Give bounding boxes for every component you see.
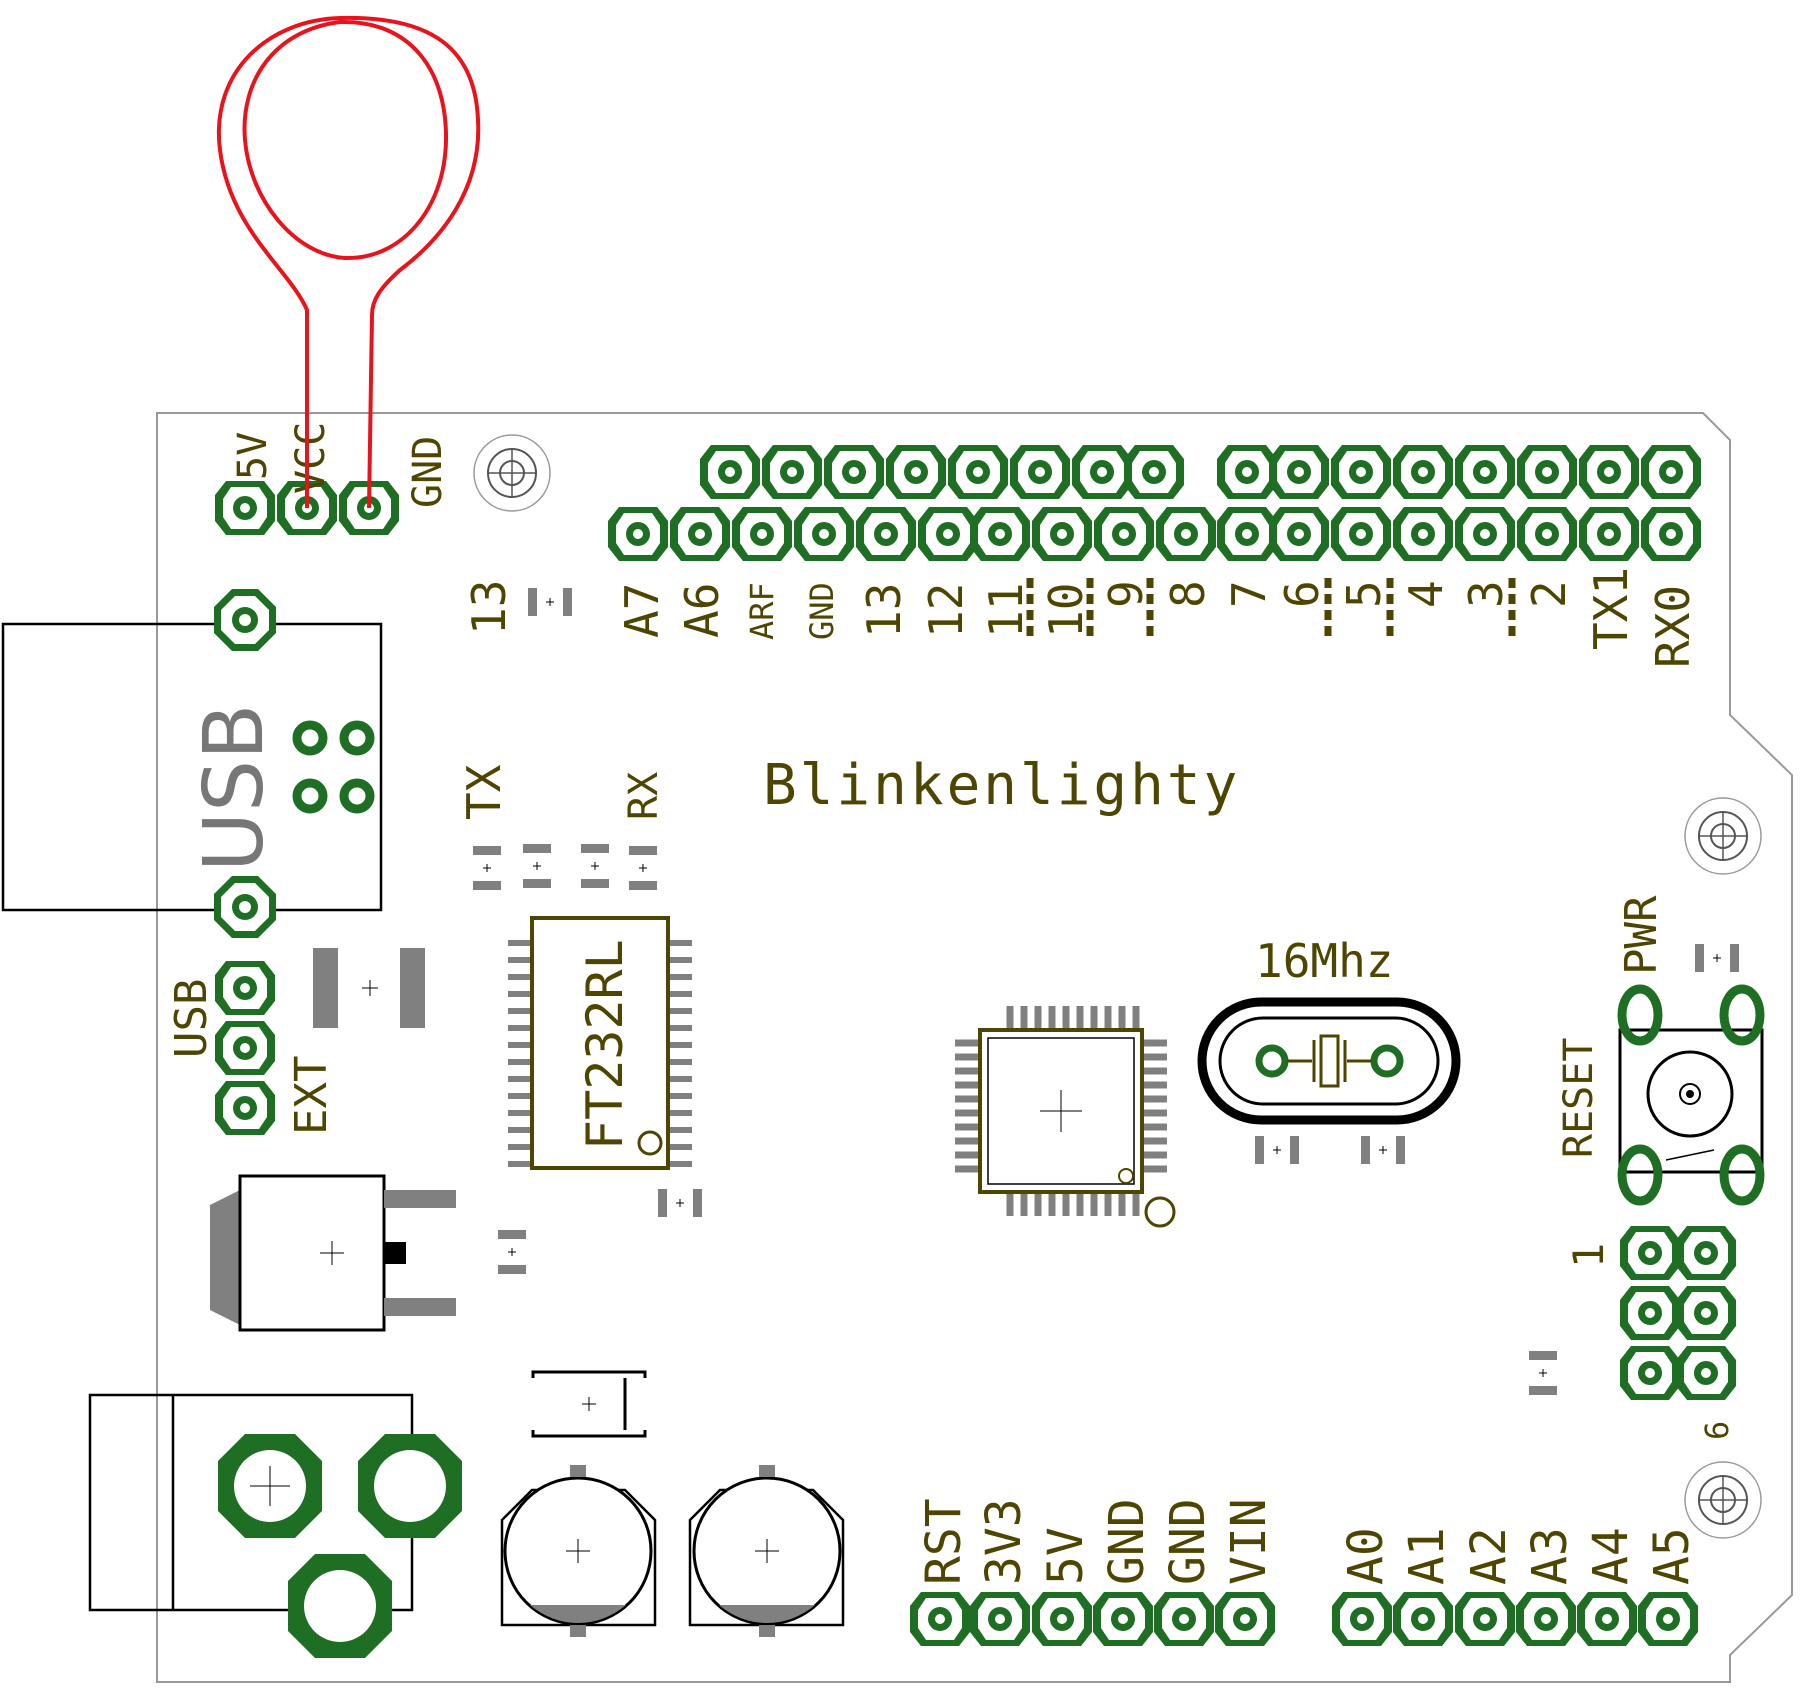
pin-label-rx0: RX0 (1646, 585, 1700, 668)
ftdi-chip (508, 916, 692, 1170)
pin-label-gnd: GND (803, 582, 841, 640)
icsp-pin1-label: 1 (1564, 1243, 1613, 1268)
mounting-hole (473, 434, 551, 512)
pin-label-13: 13 (857, 583, 911, 638)
rx-led (628, 845, 658, 891)
pin-label-5: 5 (1337, 580, 1391, 608)
crystal-cap (1360, 1135, 1406, 1165)
pin-label-a0: A0 (1338, 1527, 1394, 1585)
usb-shield-pad (214, 589, 276, 651)
board-outline (156, 412, 1793, 1683)
microcontroller-chip (955, 1006, 1176, 1228)
pin-label-gnd2: GND (1160, 1498, 1216, 1585)
pin-label-4: 4 (1399, 580, 1453, 608)
pin-label-arf: ARF (743, 582, 781, 640)
crystal-cap (1254, 1135, 1300, 1165)
usb-jumper-label: USB (166, 979, 217, 1058)
header-label-5v: 5V (230, 432, 276, 480)
pwr-led-label: PWR (1616, 895, 1667, 975)
led-13 (527, 587, 573, 617)
smd-capacitor (657, 1188, 703, 1218)
smd-diode (313, 948, 425, 1028)
electrolytic-capacitor (500, 1465, 657, 1637)
electrolytic-capacitor (688, 1465, 845, 1637)
pin-label-2: 2 (1522, 580, 1576, 608)
smd-resistor (1528, 1350, 1558, 1396)
smd-resistor (580, 843, 610, 889)
pin-label-a2: A2 (1461, 1527, 1517, 1585)
usb-data-pins (292, 720, 375, 814)
top-row-labels: A7 A6 ARF GND 13 12 11 10 9 8 7 6 5 4 3 … (615, 567, 1700, 668)
crystal-oscillator (1197, 997, 1461, 1125)
board-name: Blinkenlighty (763, 753, 1240, 818)
pin-label-11: 11 (979, 583, 1033, 638)
pin-label-12: 12 (919, 583, 973, 638)
pwr-led (1694, 943, 1740, 973)
pin-label-a4: A4 (1583, 1527, 1639, 1585)
reset-label: RESET (1556, 1038, 1602, 1158)
tx-led (472, 845, 502, 891)
pin-label-a1: A1 (1399, 1527, 1455, 1585)
mounting-hole (1684, 797, 1762, 875)
smd-resistor (522, 843, 552, 889)
pin-label-6: 6 (1275, 580, 1329, 608)
pin-label-vin: VIN (1221, 1498, 1277, 1585)
crystal-label: 16Mhz (1255, 934, 1393, 988)
dc-power-jack (88, 1393, 462, 1658)
smd-capacitor (497, 1229, 527, 1275)
power-pin-header (910, 1592, 1275, 1646)
header-label-vcc: VCC (288, 422, 334, 494)
header-label-gnd: GND (405, 436, 451, 508)
pwm-markers (1026, 578, 1516, 640)
digital-header-upper (700, 445, 1701, 499)
red-wire-loop (216, 15, 481, 509)
reset-button[interactable] (1617, 984, 1765, 1206)
usb-connector-label: USB (187, 704, 282, 872)
pin-label-10: 10 (1039, 583, 1093, 638)
tantalum-capacitor (531, 1370, 647, 1438)
icsp-header (1620, 1226, 1736, 1400)
power-pin-labels: RST 3V3 5V GND GND VIN (916, 1498, 1277, 1585)
usb-connector-body (1, 622, 383, 912)
rx-label: RX (621, 772, 667, 820)
pin-label-3v3: 3V3 (976, 1498, 1032, 1585)
usb-shield-pad (214, 876, 276, 938)
ftdi-chip-label: FT232RL (576, 939, 634, 1150)
pin-label-5v: 5V (1038, 1527, 1094, 1585)
pin-label-9: 9 (1099, 580, 1153, 608)
pin-label-a3: A3 (1522, 1527, 1578, 1585)
analog-pin-header (1332, 1592, 1698, 1646)
pin-label-a7: A7 (615, 583, 669, 638)
led-13-label: 13 (462, 580, 516, 635)
pin-label-a6: A6 (675, 583, 729, 638)
pin-label-7: 7 (1222, 580, 1276, 608)
pin-label-8: 8 (1161, 580, 1215, 608)
red-wire-loop-inner (242, 19, 449, 261)
digital-header-lower (608, 507, 1701, 561)
icsp-pin6-label: 6 (1698, 1421, 1736, 1440)
pin-label-tx1: TX1 (1584, 567, 1638, 650)
tx-label: TX (457, 764, 511, 820)
pin-label-rst: RST (916, 1498, 972, 1585)
pin-label-a5: A5 (1644, 1527, 1700, 1585)
ext-jumper-label: EXT (286, 1056, 337, 1135)
power-select-jumper (215, 961, 275, 1135)
mounting-hole (1684, 1461, 1762, 1539)
pin-label-gnd1: GND (1099, 1498, 1155, 1585)
voltage-regulator (210, 1174, 456, 1332)
analog-pin-labels: A0 A1 A2 A3 A4 A5 (1338, 1527, 1700, 1585)
pin-label-3: 3 (1459, 580, 1513, 608)
